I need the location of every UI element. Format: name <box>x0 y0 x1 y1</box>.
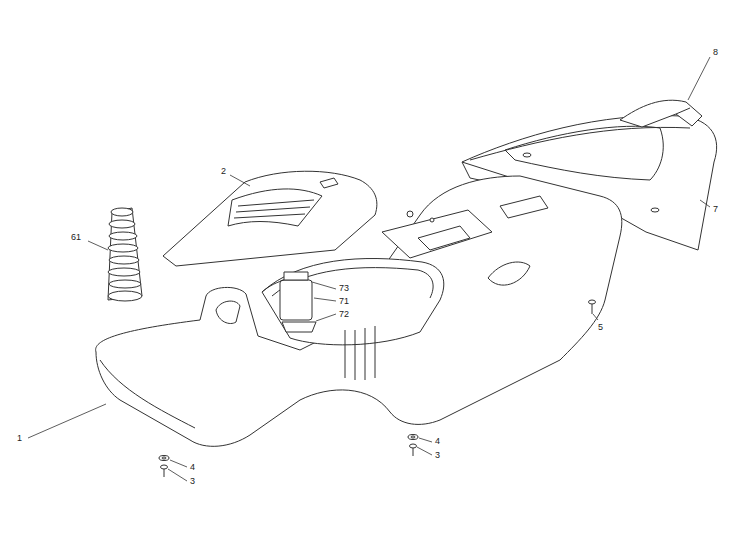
callout-number: 71 <box>339 296 349 306</box>
callout-number: 7 <box>713 204 718 214</box>
bellows <box>108 208 142 301</box>
hood <box>163 171 377 266</box>
leader-lines <box>28 57 710 481</box>
callout-number: 4 <box>435 436 440 446</box>
callout-number: 3 <box>190 476 195 486</box>
callout-number: 61 <box>71 232 81 242</box>
callout-number: 1 <box>17 433 22 443</box>
callout-number: 4 <box>190 462 195 472</box>
callout-number: 3 <box>435 450 440 460</box>
fasteners <box>159 300 596 477</box>
callout-number: 5 <box>598 322 603 332</box>
handle <box>620 100 702 127</box>
callout-number: 2 <box>221 166 226 176</box>
callout-number: 72 <box>339 309 349 319</box>
callout-number: 8 <box>713 47 718 57</box>
callout-number: 73 <box>339 283 349 293</box>
control-box <box>262 272 316 332</box>
